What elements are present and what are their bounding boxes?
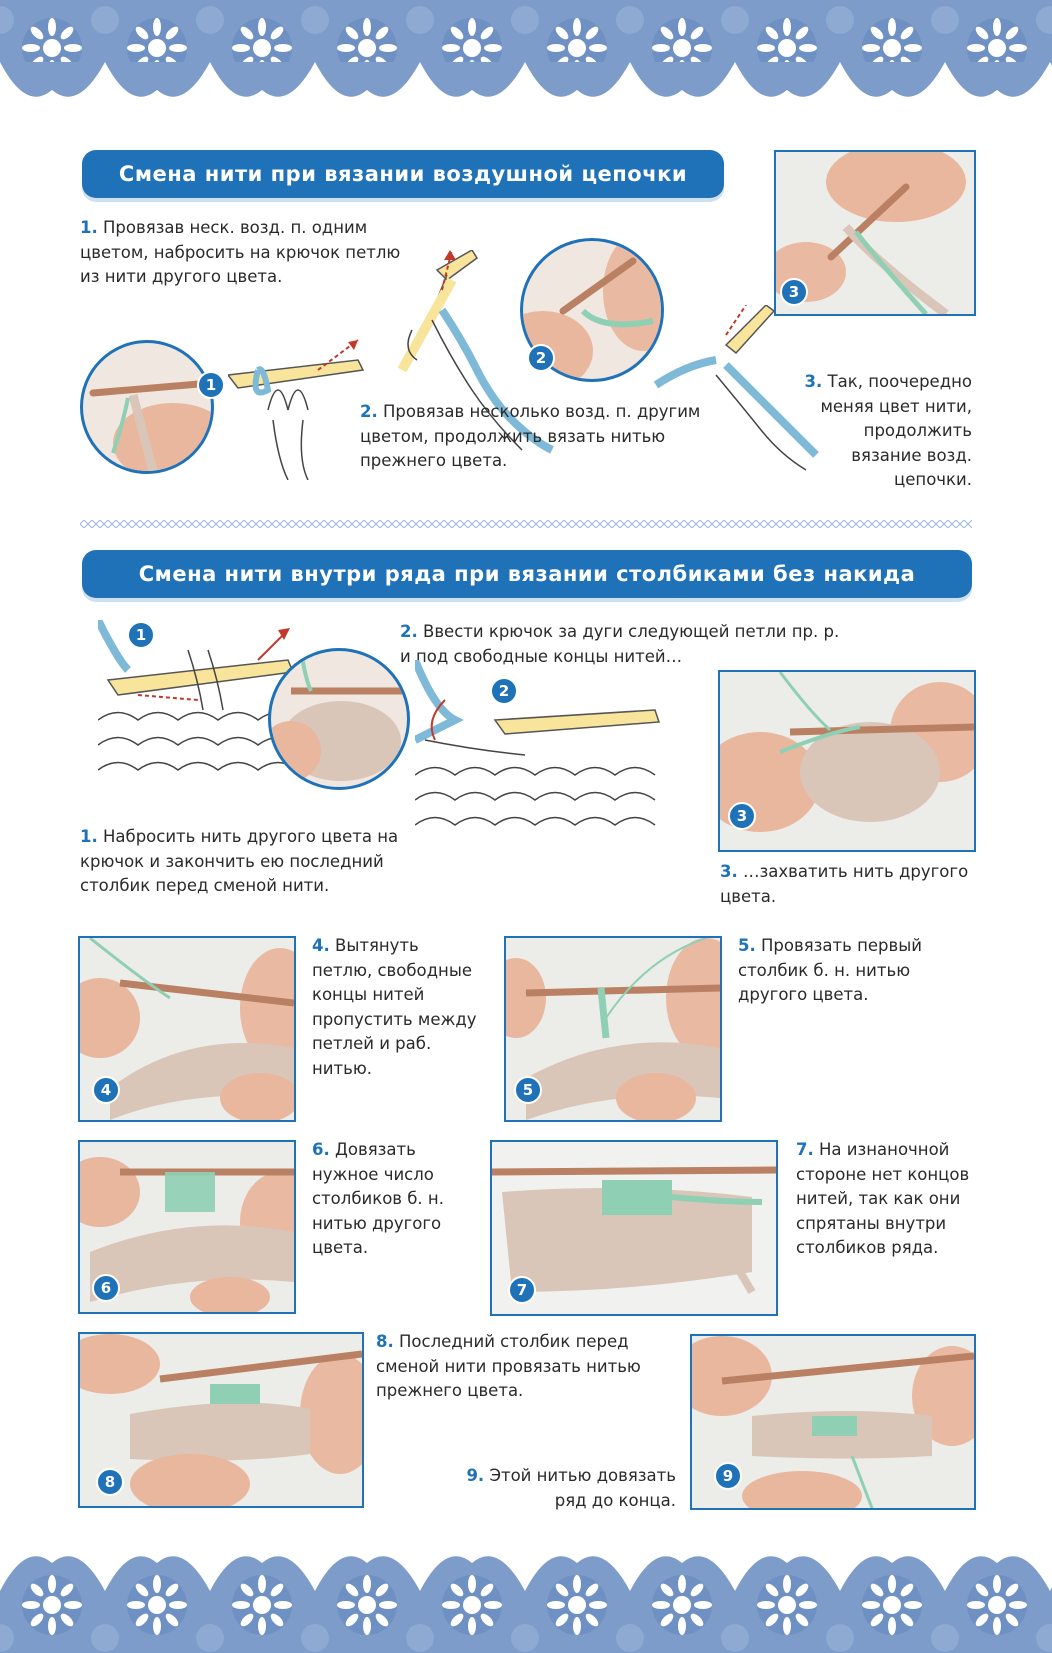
chain-diagram-3 xyxy=(653,305,819,471)
sc-step2-body: Ввести крючок за дуги следующей петли пр… xyxy=(400,622,840,666)
sc-step2-text: 2. Ввести крючок за дуги следующей петли… xyxy=(400,620,840,669)
sc-diagram-1 xyxy=(98,620,299,771)
sc-step3-body: …захватить нить другого цвета. xyxy=(720,862,969,906)
sc-step5-text: 5. Провязать первый столбик б. н. нитью … xyxy=(738,934,972,1008)
photo-sc-step9: 9 xyxy=(690,1334,976,1510)
sc-step1-text: 1. Набросить нить другого цвета на крючо… xyxy=(80,825,430,899)
photo-sc-step8: 8 xyxy=(78,1332,364,1508)
sc-step1-num: 1. xyxy=(80,827,98,846)
sc-step9-text: 9. Этой нитью довязать ряд до конца. xyxy=(440,1464,676,1513)
section-title-chain-text: Смена нити при вязании воздушной цепочки xyxy=(118,162,688,186)
chain-step3-body: Так, поочередно меняя цвет нити, продолж… xyxy=(820,372,972,489)
detail-circle-sc-1 xyxy=(268,648,410,790)
photo-sc-step7: 7 xyxy=(490,1140,778,1316)
badge-sc-6: 6 xyxy=(92,1274,120,1302)
photo-sc-step6: 6 xyxy=(78,1140,296,1314)
sc-step7-body: На изнаночной стороне нет концов нитей, … xyxy=(796,1140,970,1257)
photo-sc-step3: 3 xyxy=(718,670,976,852)
sc-step3-text: 3. …захватить нить другого цвета. xyxy=(720,860,970,909)
sc-step6-num: 6. xyxy=(312,1140,330,1159)
chain-step2-text: 2. Провязав несколько возд. п. другим цв… xyxy=(360,400,720,474)
lace-border-top xyxy=(0,0,1052,130)
badge-chain-1: 1 xyxy=(197,371,225,399)
sc-step8-text: 8. Последний столбик перед сменой нити п… xyxy=(376,1330,666,1404)
chain-step2-num: 2. xyxy=(360,402,378,421)
detail-circle-chain-1 xyxy=(80,340,214,474)
chain-step2-body: Провязав несколько возд. п. другим цвето… xyxy=(360,402,701,470)
sc-step8-body: Последний столбик перед сменой нити пров… xyxy=(376,1332,641,1400)
lace-border-bottom xyxy=(0,1523,1052,1653)
sc-step7-text: 7. На изнаночной стороне нет концов ните… xyxy=(796,1138,972,1261)
chain-step1-body: Провязав неск. возд. п. одним цветом, на… xyxy=(80,218,401,286)
sc-step6-body: Довязать нужное число столбиков б. н. ни… xyxy=(312,1140,444,1257)
sc-step4-body: Вытянуть петлю, свободные концы нитей пр… xyxy=(312,936,477,1078)
chain-diagram-1 xyxy=(228,339,365,480)
sc-step7-num: 7. xyxy=(796,1140,814,1159)
badge-sc-8: 8 xyxy=(96,1468,124,1496)
chain-step3-num: 3. xyxy=(804,372,823,391)
chain-step1-text: 1. Провязав неск. возд. п. одним цветом,… xyxy=(80,216,420,290)
badge-sc-5: 5 xyxy=(514,1076,542,1104)
badge-sc-2: 2 xyxy=(490,677,518,705)
badge-sc-1: 1 xyxy=(127,621,155,649)
sc-step5-num: 5. xyxy=(738,936,756,955)
chain-diagram-2 xyxy=(397,250,554,454)
section-title-chain: Смена нити при вязании воздушной цепочки xyxy=(82,150,724,198)
sc-step9-num: 9. xyxy=(466,1466,485,1485)
section-title-sc-text: Смена нити внутри ряда при вязании столб… xyxy=(138,562,916,586)
sc-step8-num: 8. xyxy=(376,1332,394,1351)
sc-diagram-2 xyxy=(415,660,661,826)
sc-step9-body: Этой нитью довязать ряд до конца. xyxy=(489,1466,676,1510)
chain-step1-num: 1. xyxy=(80,218,98,237)
badge-sc-9: 9 xyxy=(714,1462,742,1490)
badge-chain-2: 2 xyxy=(527,344,555,372)
section-divider xyxy=(80,520,972,528)
sc-step3-num: 3. xyxy=(720,862,738,881)
sc-step4-text: 4. Вытянуть петлю, свободные концы нитей… xyxy=(312,934,482,1081)
sc-step4-num: 4. xyxy=(312,936,330,955)
badge-sc-7: 7 xyxy=(508,1276,536,1304)
badge-chain-3: 3 xyxy=(780,278,808,306)
sc-step2-num: 2. xyxy=(400,622,418,641)
photo-sc-step4: 4 xyxy=(78,936,296,1122)
photo-chain-step3: 3 xyxy=(774,150,976,316)
sc-step1-body: Набросить нить другого цвета на крючок и… xyxy=(80,827,399,895)
chain-step3-text: 3. Так, поочередно меняя цвет нити, прод… xyxy=(790,370,972,493)
badge-sc-3: 3 xyxy=(728,802,756,830)
badge-sc-4: 4 xyxy=(92,1076,120,1104)
photo-sc-step5: 5 xyxy=(504,936,722,1122)
section-title-sc: Смена нити внутри ряда при вязании столб… xyxy=(82,550,972,598)
sc-step5-body: Провязать первый столбик б. н. нитью дру… xyxy=(738,936,922,1004)
sc-step6-text: 6. Довязать нужное число столбиков б. н.… xyxy=(312,1138,472,1261)
